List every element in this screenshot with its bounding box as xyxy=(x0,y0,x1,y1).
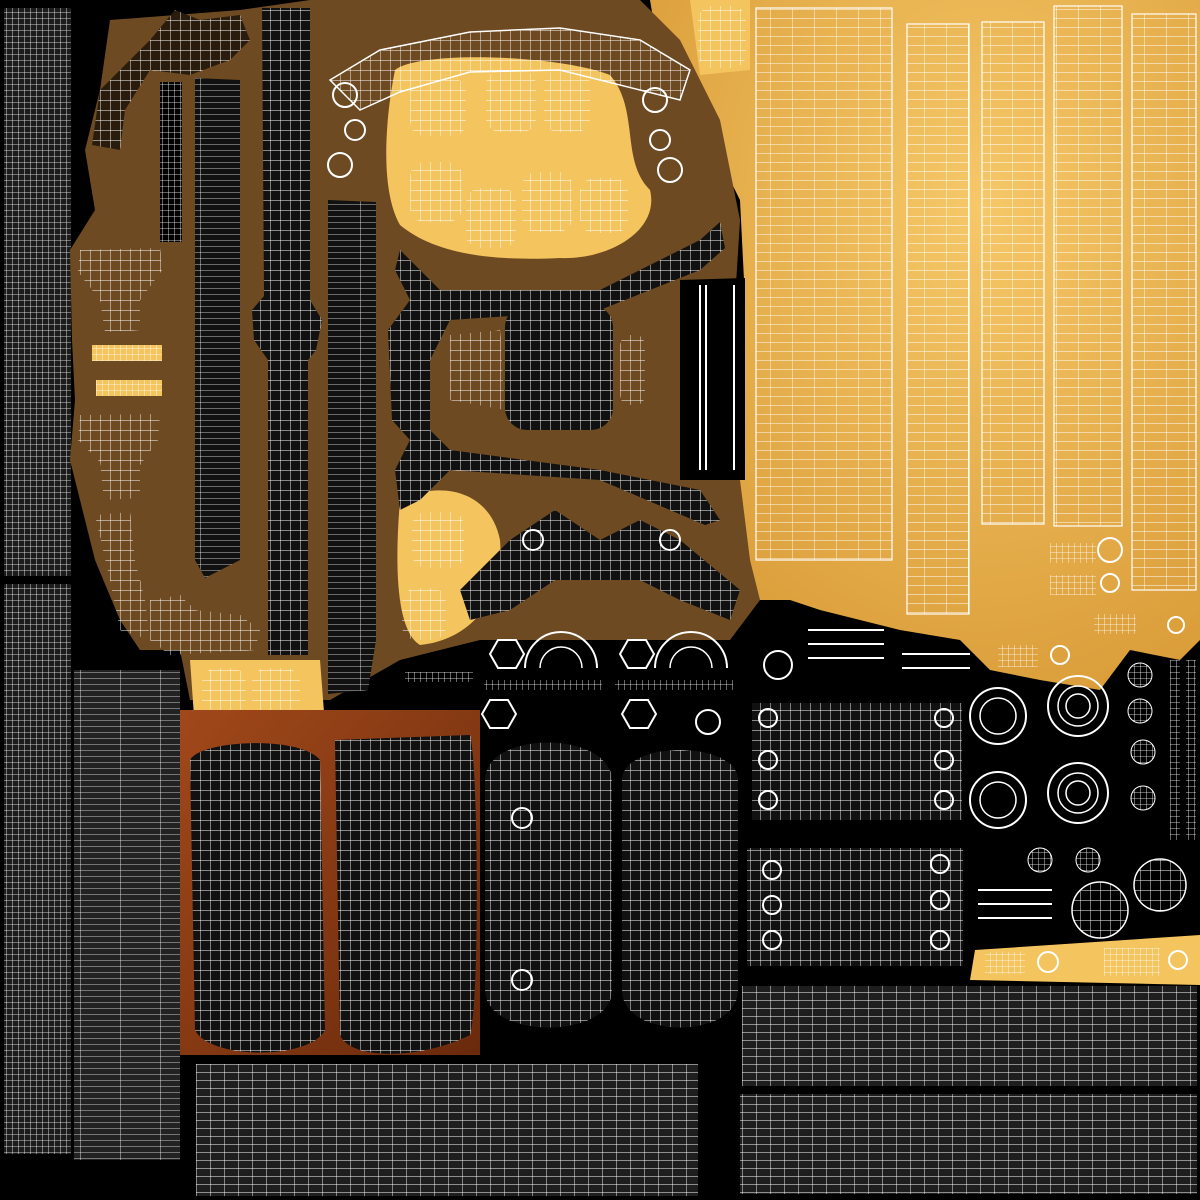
lower-fork xyxy=(460,510,740,620)
neck-strips xyxy=(160,8,376,694)
gold-small-parts xyxy=(970,537,1200,985)
rect-pads xyxy=(747,703,963,966)
left-strap-bottom xyxy=(4,584,71,1154)
wood-region xyxy=(180,710,480,1055)
pad-meshes xyxy=(202,6,746,724)
fork-arch xyxy=(327,27,691,183)
leather-strip-bottom xyxy=(196,1064,698,1196)
leather-panel-left xyxy=(74,670,180,1160)
small-left-pieces xyxy=(78,10,260,655)
left-strap-top xyxy=(4,8,71,576)
oval-panels xyxy=(485,742,738,1028)
hardware-row xyxy=(405,629,970,735)
gold-strip-set xyxy=(755,5,1197,615)
center-yoke xyxy=(388,222,725,525)
black-window xyxy=(680,278,745,480)
ring-parts xyxy=(969,660,1196,939)
leather-strips-right xyxy=(740,986,1197,1194)
